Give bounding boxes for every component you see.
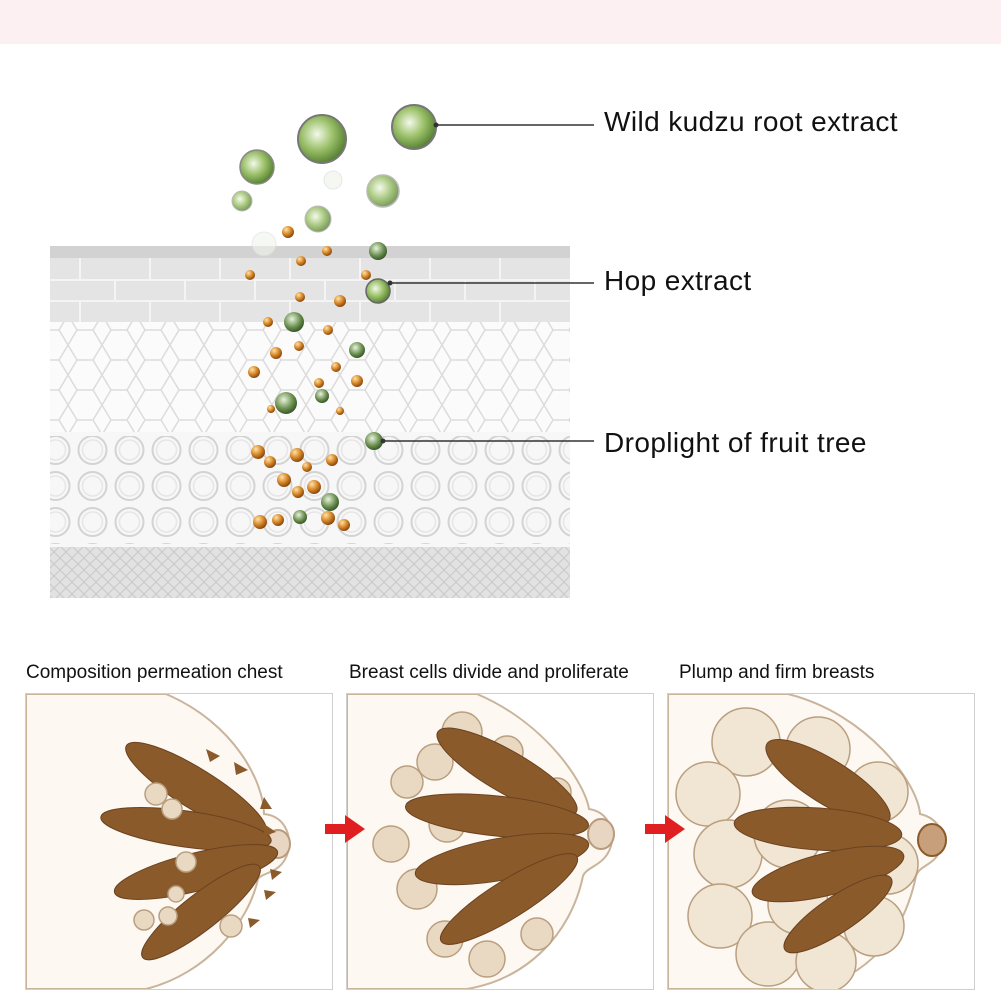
stage-1-caption: Composition permeation chest [26, 662, 283, 683]
green-droplets [275, 242, 387, 524]
orange-droplets [245, 226, 371, 531]
stage-1-panel [25, 693, 333, 990]
hop-droplet [365, 278, 391, 304]
stage-3-panel [667, 693, 975, 990]
stage-2-caption: Breast cells divide and proliferate [349, 662, 629, 683]
breast-illustration-stage-3 [668, 694, 947, 989]
top-band [0, 0, 1001, 44]
arrow-right-icon [325, 815, 365, 843]
arrow-right-icon [645, 815, 685, 843]
breast-illustration-stage-1 [26, 694, 291, 989]
breast-illustration-stage-2 [347, 694, 615, 989]
ingredient-bubbles [231, 104, 437, 257]
callout-hop-extract: Hop extract [604, 265, 752, 296]
stage-2-panel [346, 693, 654, 990]
callout-droplight-of-fruit-tree: Droplight of fruit tree [604, 427, 867, 458]
skin-layers-diagram [50, 104, 594, 598]
callout-lines [383, 124, 594, 442]
callout-wild-kudzu-root-extract: Wild kudzu root extract [604, 106, 898, 137]
stage-3-caption: Plump and firm breasts [679, 662, 875, 683]
